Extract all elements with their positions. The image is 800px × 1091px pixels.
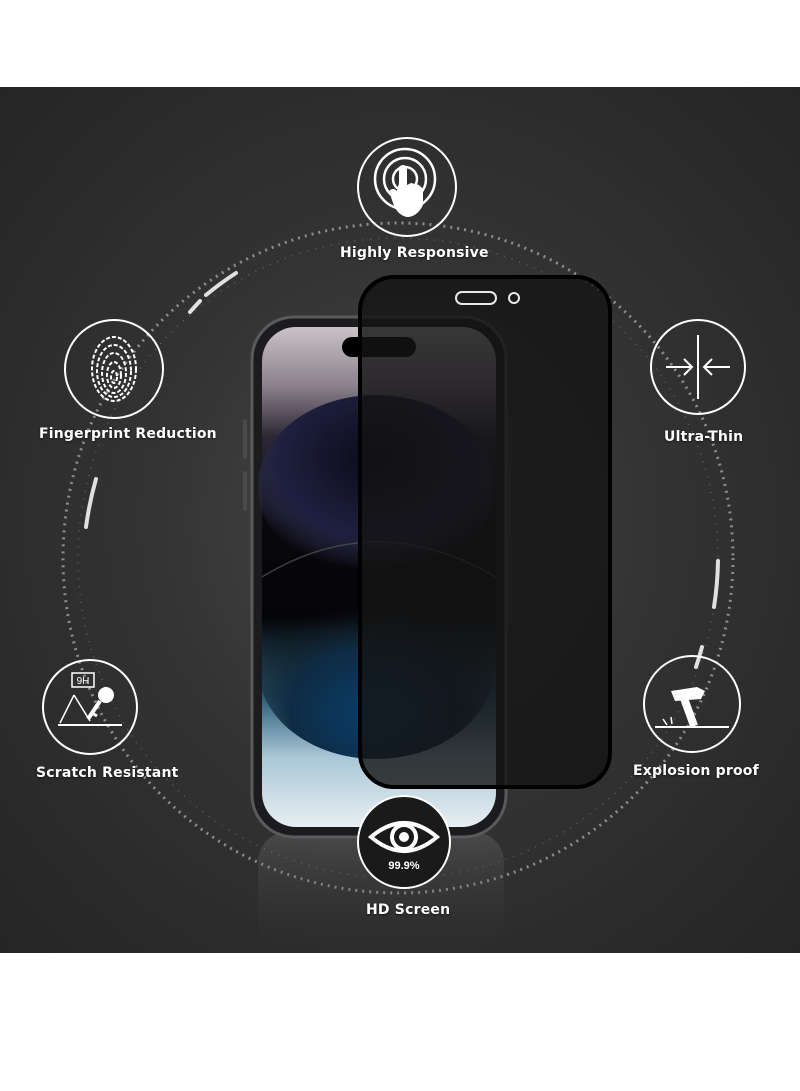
touch-finger-icon	[357, 137, 457, 237]
phone-illustration	[61, 221, 735, 952]
inner-dashed-ring	[77, 237, 719, 879]
feature-label-ultra-thin: Ultra-Thin	[664, 429, 744, 445]
inward-arrows-icon	[650, 319, 746, 415]
svg-text:99.9%: 99.9%	[388, 860, 419, 872]
svg-text:9H: 9H	[77, 676, 90, 687]
feature-label-highly-responsive: Highly Responsive	[340, 245, 489, 261]
product-banner: Highly Responsive Fingerprint Reduction …	[0, 87, 800, 953]
hammer-icon	[643, 655, 741, 753]
protective-film	[358, 275, 612, 789]
feature-label-scratch-resistant: Scratch Resistant	[36, 765, 179, 781]
feature-label-explosion-proof: Explosion proof	[633, 763, 759, 779]
feature-label-fingerprint-reduction: Fingerprint Reduction	[39, 426, 217, 442]
key-scratch-icon: 9H	[42, 659, 138, 755]
feature-label-hd-screen: HD Screen	[366, 902, 451, 918]
eye-icon: 99.9%	[357, 795, 451, 889]
fingerprint-icon	[64, 319, 164, 419]
